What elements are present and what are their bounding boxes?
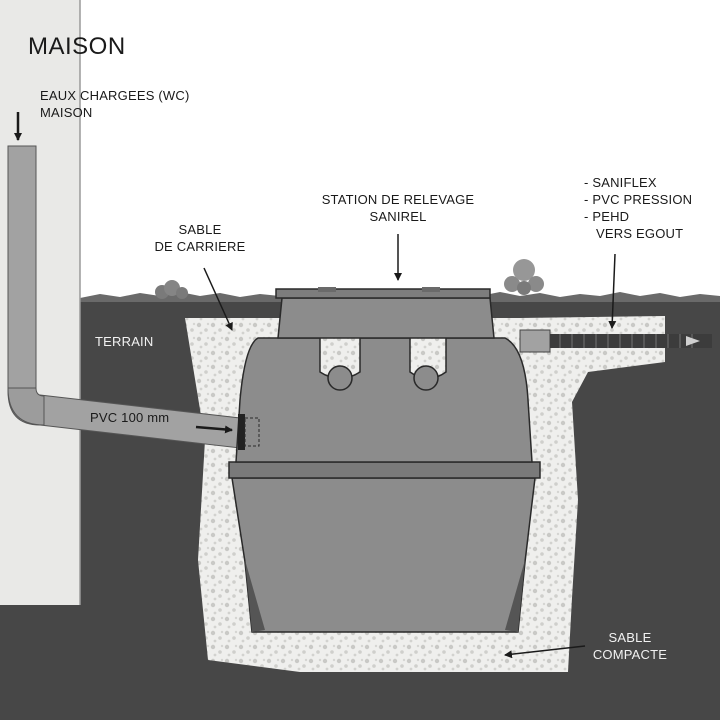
pipe-elbow — [7, 387, 45, 426]
wastewater-label-line2: MAISON — [40, 105, 93, 120]
tank-lower-shading-right — [505, 560, 525, 632]
outlet-connector — [519, 329, 551, 353]
tank-upper-body — [235, 337, 533, 463]
tank-flange — [228, 461, 541, 479]
tank-lid — [275, 288, 491, 299]
outlet-label-line4: VERS EGOUT — [596, 226, 684, 241]
outlet-flow-arrow — [686, 336, 700, 346]
wastewater-label: EAUX CHARGEES (WC) MAISON — [40, 87, 190, 121]
compacted-sand-label: SABLE COMPACTE — [570, 629, 690, 663]
station-label-line2: SANIREL — [369, 209, 427, 224]
wastewater-label-line1: EAUX CHARGEES (WC) — [40, 88, 190, 103]
outlet-materials-label: - SANIFLEX - PVC PRESSION - PEHD VERS EG… — [584, 174, 692, 242]
lid-handle-left — [318, 287, 336, 292]
station-label: STATION DE RELEVAGE SANIREL — [306, 191, 490, 225]
outlet-label-line1: - SANIFLEX — [584, 175, 657, 190]
tank-lower-body — [231, 477, 536, 633]
outlet-arrow — [608, 253, 617, 329]
sand-bottom-arrow — [504, 645, 586, 659]
vertical-pipe — [7, 145, 37, 392]
tank-knob-left — [327, 365, 353, 391]
shrub-right — [504, 259, 544, 295]
tank-knob-right — [413, 365, 439, 391]
inlet-fitting-inner — [244, 417, 260, 447]
quarry-sand-line1: SABLE — [178, 222, 222, 237]
pipe-label: PVC 100 mm — [90, 410, 170, 425]
outlet-label-line2: - PVC PRESSION — [584, 192, 693, 207]
lid-handle-right — [422, 287, 440, 292]
pipe-arrow — [195, 425, 233, 434]
tank-lower-shading — [245, 560, 265, 632]
station-label-line1: STATION DE RELEVAGE — [321, 192, 475, 207]
tank-neck — [277, 297, 495, 339]
quarry-sand-label: SABLE DE CARRIERE — [130, 221, 270, 255]
outlet-pipe — [550, 334, 712, 348]
sand-top-arrow — [203, 267, 233, 331]
ground-label: TERRAIN — [95, 334, 154, 349]
compacted-sand-line2: COMPACTE — [592, 647, 668, 662]
compacted-sand-line1: SABLE — [608, 630, 652, 645]
quarry-sand-line2: DE CARRIERE — [154, 239, 246, 254]
house-label: MAISON — [28, 33, 126, 60]
shrub-left — [155, 280, 188, 299]
outlet-label-line3: - PEHD — [584, 209, 630, 224]
inlet-fitting — [238, 414, 245, 450]
